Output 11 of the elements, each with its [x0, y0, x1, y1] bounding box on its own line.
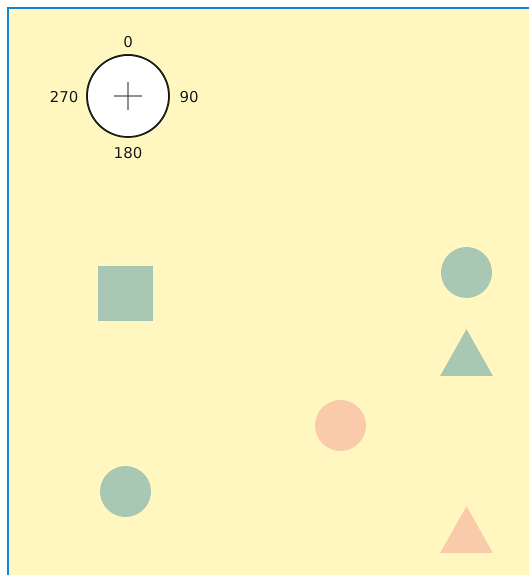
degree-label: 0 [123, 33, 133, 51]
triangle-shape [440, 329, 493, 376]
degree-label: 270 [50, 88, 78, 106]
compass-dial [86, 54, 170, 138]
circle-shape [315, 400, 366, 451]
circle-shape [100, 466, 151, 517]
circle-shape [441, 247, 492, 298]
triangle-shape [440, 506, 493, 553]
degree-label: 180 [114, 144, 142, 162]
square-shape [98, 266, 153, 321]
degree-label: 90 [179, 88, 199, 106]
